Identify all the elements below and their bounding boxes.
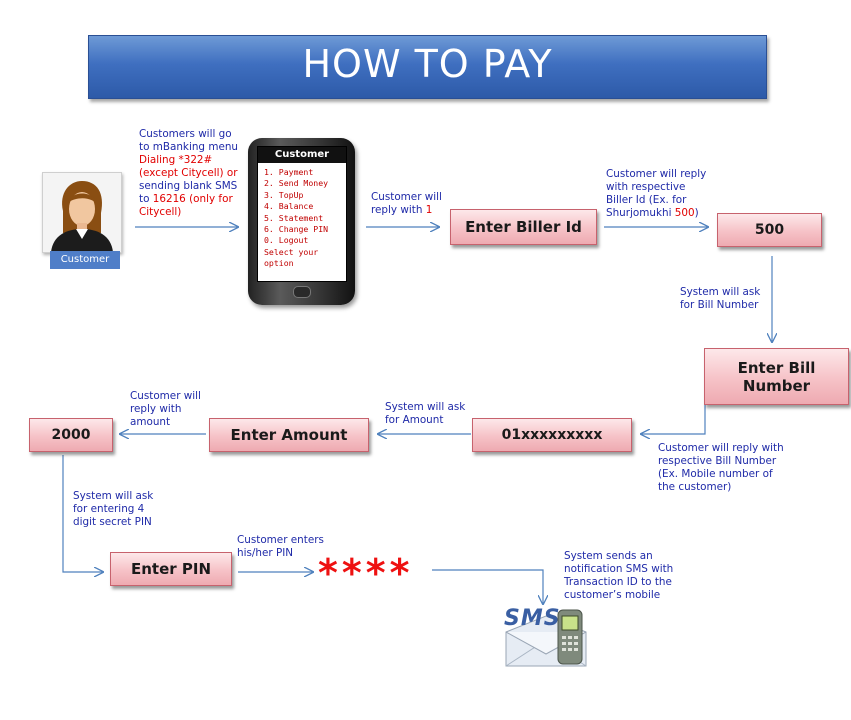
pin-stars: ****	[318, 551, 414, 595]
phone-menu-item: 0. Logout	[264, 235, 309, 246]
phone-menu-item: 4. Balance	[264, 201, 314, 212]
box-enter-bill-number: Enter Bill Number	[704, 348, 849, 405]
phone-menu-item: 1. Payment	[264, 167, 314, 177]
phone-menu-item: 6. Change PIN	[264, 224, 329, 235]
note-reply-amount: Customer will reply with amount	[130, 390, 201, 428]
mobile-phone: Customer 1. Payment 2. Send Money 3. Top…	[248, 138, 355, 305]
woman-icon	[51, 181, 113, 252]
title-banner: HOW TO PAY	[88, 35, 767, 99]
arrow-2000-to-pin	[62, 455, 103, 572]
phone-screen-header: Customer	[258, 147, 346, 163]
note-ask-amount: System will ask for Amount	[385, 401, 466, 426]
phone-home-button-icon	[293, 286, 311, 298]
phone-screen: Customer 1. Payment 2. Send Money 3. Top…	[257, 146, 347, 282]
note-reply-bill-number: Customer will reply with respective Bill…	[658, 442, 784, 493]
sms-envelope-icon: SMS	[500, 606, 592, 670]
arrow-stars-to-sms	[432, 569, 543, 604]
note-ask-pin: System will ask for entering 4 digit sec…	[73, 490, 154, 528]
phone-menu-item: 2. Send Money	[264, 178, 329, 189]
note-reply-1: Customer will reply with 1	[371, 191, 442, 216]
sms-text: SMS	[504, 606, 561, 631]
box-enter-amount: Enter Amount	[209, 418, 369, 452]
note-ask-bill-number: System will ask for Bill Number	[680, 286, 761, 311]
phone-menu-item: 3. TopUp	[264, 189, 304, 200]
note-go-to-menu: Customers will go to mBanking menu Diali…	[139, 128, 239, 218]
phone-menu-item: Select your	[264, 246, 319, 257]
customer-label: Customer	[50, 251, 120, 269]
note-enter-pin: Customer enters his/her PIN	[237, 534, 324, 559]
box-amount-value: 2000	[29, 418, 113, 452]
box-enter-biller-id: Enter Biller Id	[450, 209, 597, 245]
phone-menu-item: 5. Statement	[264, 212, 324, 223]
note-sms-notification: System sends an notification SMS with Tr…	[564, 550, 674, 601]
note-reply-biller: Customer will reply with respective Bill…	[606, 168, 707, 219]
box-mobile-value: 01xxxxxxxxx	[472, 418, 632, 452]
box-enter-pin: Enter PIN	[110, 552, 232, 586]
phone-menu-item: option	[264, 258, 294, 269]
page-title: HOW TO PAY	[302, 42, 553, 86]
phone-menu: 1. Payment 2. Send Money 3. TopUp 4. Bal…	[258, 163, 346, 274]
customer-avatar	[42, 172, 122, 253]
box-biller-value: 500	[717, 213, 822, 247]
arrow-billnumber-to-mobile	[641, 404, 706, 434]
